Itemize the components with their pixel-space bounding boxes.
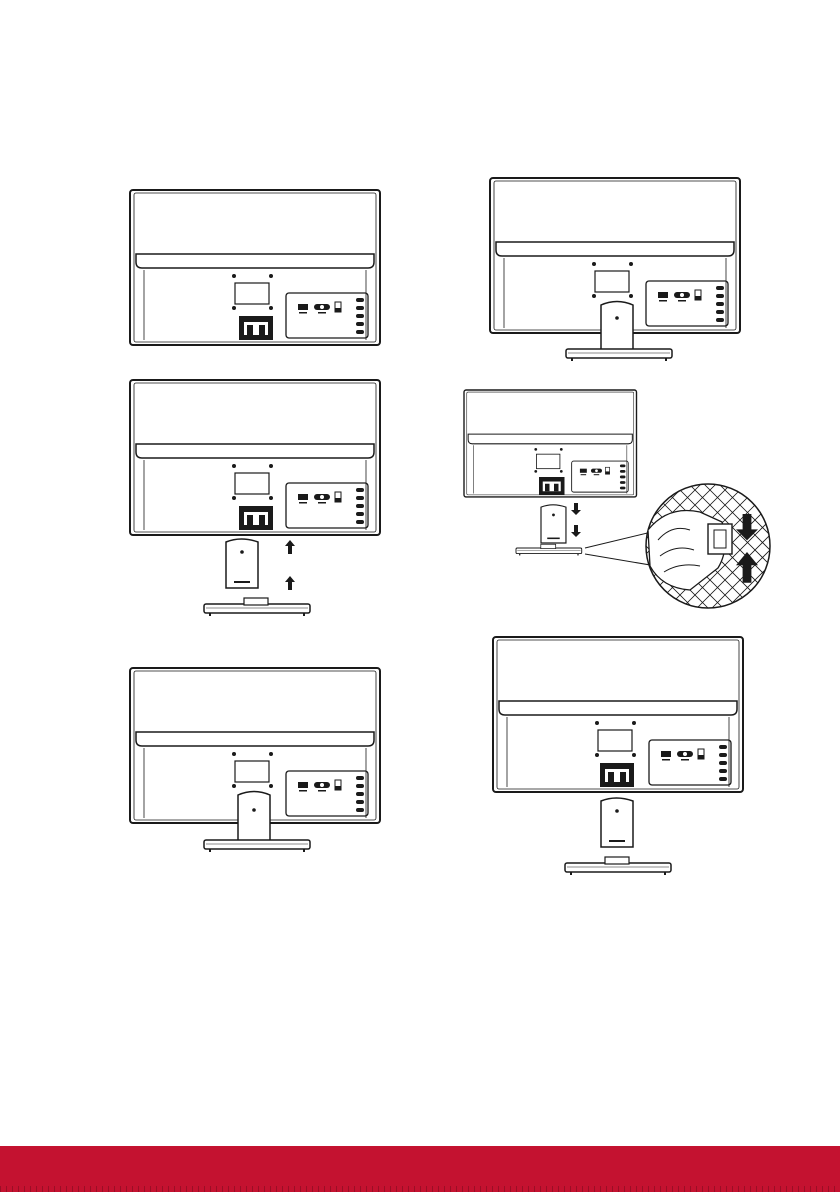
figure-assembled-left bbox=[130, 668, 380, 852]
up-arrow-icon bbox=[285, 540, 295, 554]
figure-assembled-right bbox=[490, 178, 740, 361]
figure-release-base-with-callout bbox=[464, 390, 780, 620]
down-arrow-icon bbox=[571, 525, 581, 537]
footer-ticks bbox=[0, 1186, 840, 1192]
figure-insert-stand-and-base bbox=[130, 380, 380, 616]
figure-remove-stand-and-base bbox=[493, 637, 743, 875]
down-arrow-icon bbox=[571, 503, 581, 515]
figure-monitor-back-without-stand bbox=[130, 190, 380, 345]
up-arrow-icon bbox=[285, 576, 295, 590]
